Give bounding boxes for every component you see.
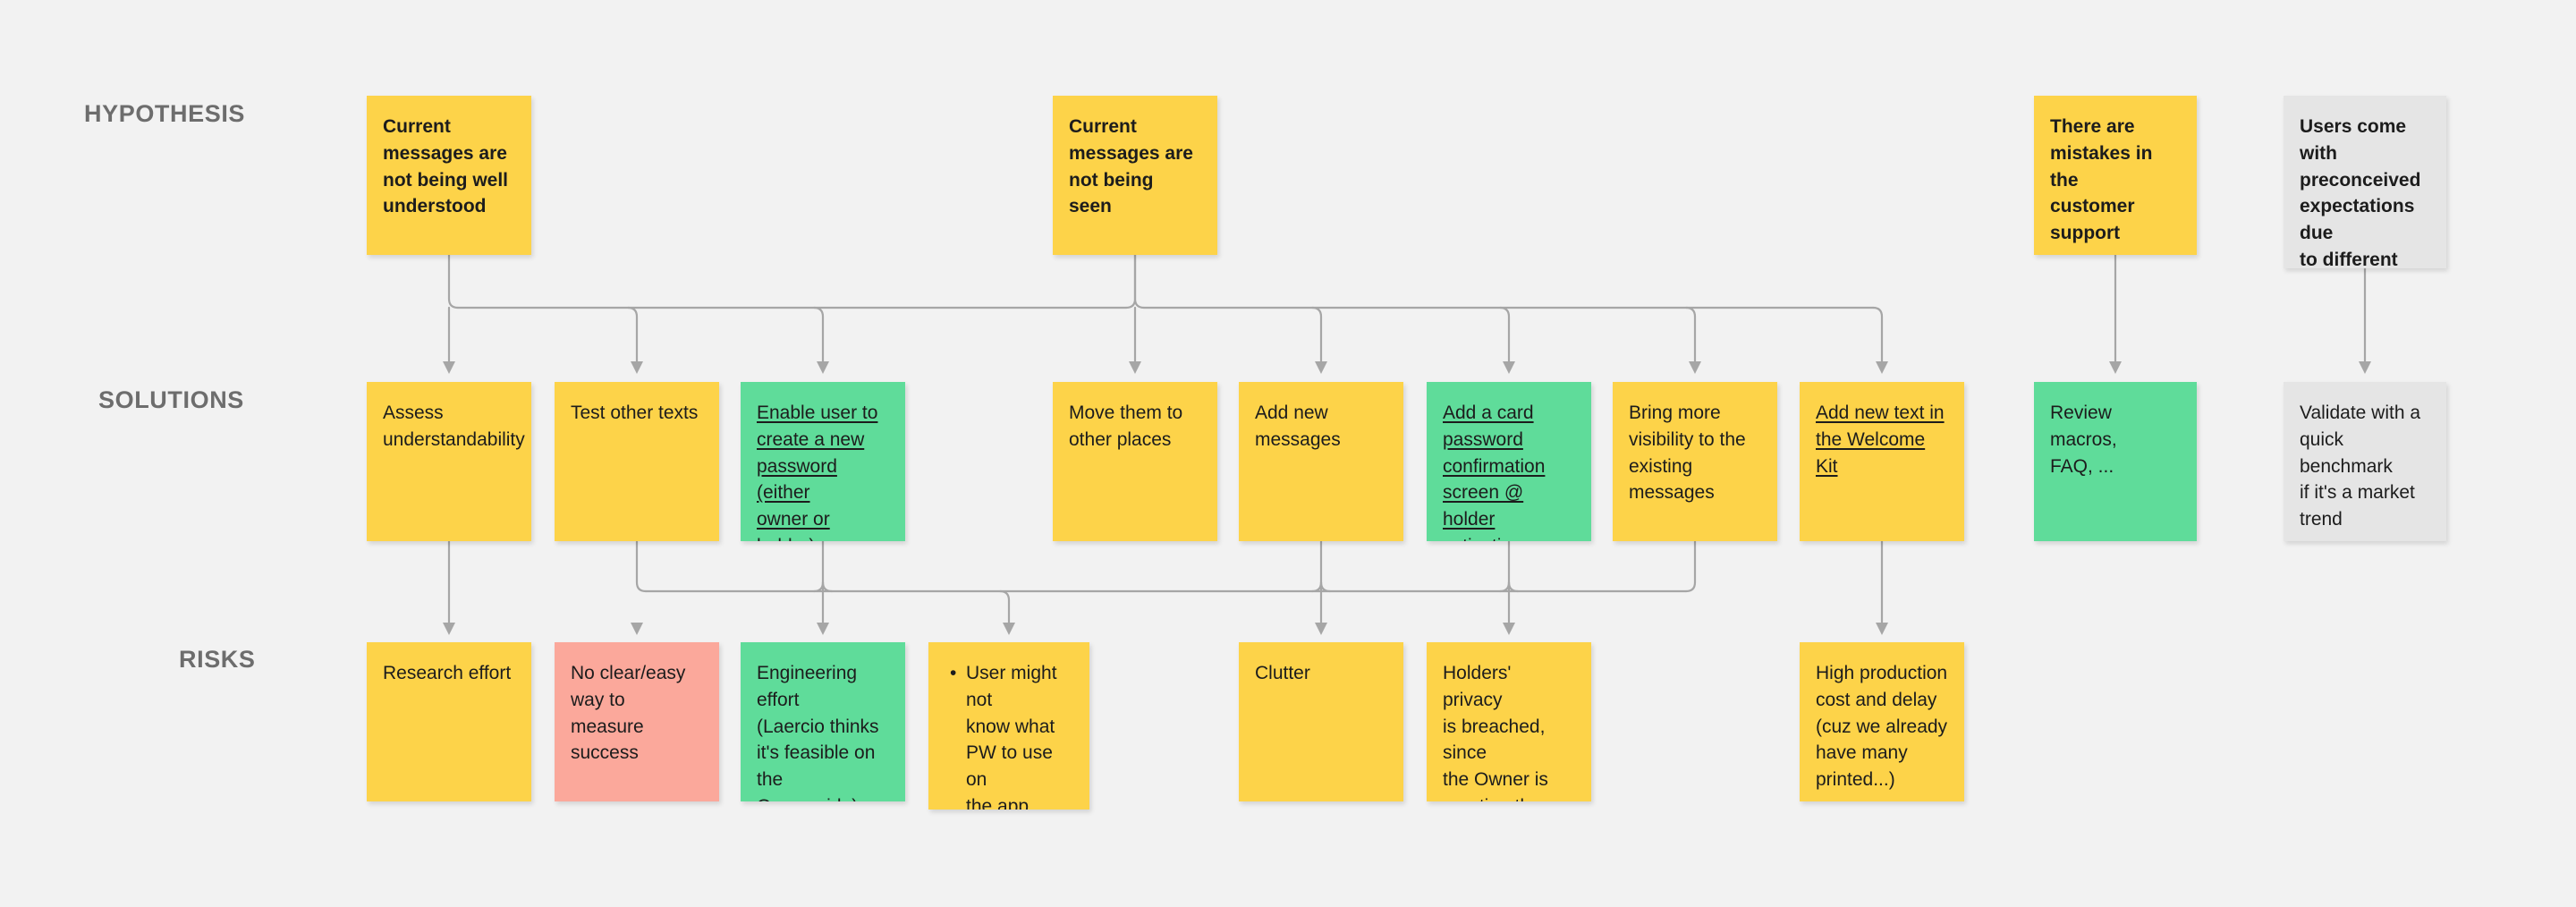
arrow-s10 <box>2359 361 2371 374</box>
wire-s7-drop <box>1684 539 1697 593</box>
card-text: Clutter <box>1255 663 1310 683</box>
hypothesis-card[interactable]: Current messages are not being well unde… <box>367 96 531 255</box>
card-text: Bring more visibility to the existing me… <box>1629 403 1746 504</box>
risk-card[interactable]: High production cost and delay (cuz we a… <box>1800 642 1964 801</box>
card-text: Add a card password confirmation screen … <box>1443 403 1546 541</box>
solution-card[interactable]: Validate with a quick benchmark if it's … <box>2284 382 2446 541</box>
risk-bullet-list: User might not know what PW to use on th… <box>948 660 1073 810</box>
card-text: Holders' privacy is breached, since the … <box>1443 663 1548 801</box>
card-text: High production cost and delay (cuz we a… <box>1816 663 1948 791</box>
card-text: Enable user to create a new password (ei… <box>757 403 878 541</box>
wire-to-s2 <box>626 306 639 367</box>
arrow-s7 <box>1689 361 1701 374</box>
solution-card[interactable]: Add new text in the Welcome Kit <box>1800 382 1964 541</box>
wire-s5-join-l <box>1310 581 1323 593</box>
risk-card[interactable]: Research effort <box>367 642 531 801</box>
arrow-r3 <box>817 623 829 635</box>
risk-card[interactable]: Engineering effort (Laercio thinks it's … <box>741 642 905 801</box>
arrow-s8 <box>1876 361 1888 374</box>
row-label-hypothesis: HYPOTHESIS <box>84 100 246 127</box>
risk-card[interactable]: Holders' privacy is breached, since the … <box>1427 642 1591 801</box>
card-text: Research effort <box>383 663 512 683</box>
solution-card[interactable]: Add a card password confirmation screen … <box>1427 382 1591 541</box>
solution-card[interactable]: Test other texts <box>555 382 719 541</box>
row-label-solutions: SOLUTIONS <box>98 386 244 413</box>
wire-to-s7 <box>1684 306 1697 367</box>
card-text: Current messages are not being seen <box>1069 116 1193 217</box>
wire-s6-join <box>1507 581 1520 593</box>
card-text: Add new messages <box>1255 403 1341 450</box>
card-text: Test other texts <box>571 403 699 423</box>
wire-to-r4 <box>998 589 1011 628</box>
solution-card[interactable]: Bring more visibility to the existing me… <box>1613 382 1777 541</box>
wire-h2-drop <box>1124 253 1137 309</box>
card-text: Current messages are not being well unde… <box>383 116 508 217</box>
wire-to-s6 <box>1498 306 1511 367</box>
solution-card[interactable]: Add new messages <box>1239 382 1403 541</box>
solution-card[interactable]: Enable user to create a new password (ei… <box>741 382 905 541</box>
hypothesis-card[interactable]: Users come with preconceived expectation… <box>2284 96 2446 268</box>
card-text: No clear/easy way to measure success <box>571 663 686 764</box>
arrow-s2 <box>631 361 643 374</box>
wire-to-s3 <box>812 306 825 367</box>
arrow-s3 <box>817 361 829 374</box>
wire-to-s8 <box>1871 306 1884 367</box>
card-text: Add new text in the Welcome Kit <box>1816 403 1945 477</box>
hypothesis-card[interactable]: There are mistakes in the customer suppo… <box>2034 96 2197 255</box>
wire-s2-drop <box>635 539 648 593</box>
risk-card[interactable]: No clear/easy way to measure success <box>555 642 719 801</box>
risk-bullet-item: User might not know what PW to use on th… <box>948 660 1073 810</box>
risk-card[interactable]: User might not know what PW to use on th… <box>928 642 1089 810</box>
wire-h1-drop <box>447 253 460 309</box>
wire-s5-join <box>1319 581 1332 593</box>
card-text: There are mistakes in the customer suppo… <box>2050 116 2153 244</box>
arrow-s9 <box>2109 361 2122 374</box>
wire-h2-drop-right <box>1133 253 1146 309</box>
wire-s3-join-l <box>812 581 825 593</box>
card-text: Move them to other places <box>1069 403 1183 450</box>
solution-card[interactable]: Review macros, FAQ, ... <box>2034 382 2197 541</box>
arrow-s6 <box>1503 361 1515 374</box>
arrow-r1 <box>443 623 455 635</box>
arrow-r6 <box>1503 623 1515 635</box>
wire-s6-join-l <box>1498 581 1511 593</box>
arrow-s4 <box>1129 361 1141 374</box>
arrow-s1 <box>443 361 455 374</box>
arrow-s5 <box>1315 361 1327 374</box>
card-text: Review macros, FAQ, ... <box>2050 403 2117 477</box>
arrow-r5 <box>1315 623 1327 635</box>
card-text: Validate with a quick benchmark if it's … <box>2300 403 2421 530</box>
wire-to-s5 <box>1310 306 1323 367</box>
arrow-r7 <box>1876 623 1888 635</box>
card-text: Assess understandability <box>383 403 525 450</box>
card-text: Users come with preconceived expectation… <box>2300 116 2421 268</box>
solution-card[interactable]: Move them to other places <box>1053 382 1217 541</box>
wire-s3-join <box>821 581 834 593</box>
risk-card[interactable]: Clutter <box>1239 642 1403 801</box>
arrow-r4 <box>1003 623 1015 635</box>
solution-card[interactable]: Assess understandability <box>367 382 531 541</box>
arrow-r2 <box>631 623 643 635</box>
hypothesis-card[interactable]: Current messages are not being seen <box>1053 96 1217 255</box>
row-label-risks: RISKS <box>179 646 256 673</box>
card-text: Engineering effort (Laercio thinks it's … <box>757 663 879 801</box>
